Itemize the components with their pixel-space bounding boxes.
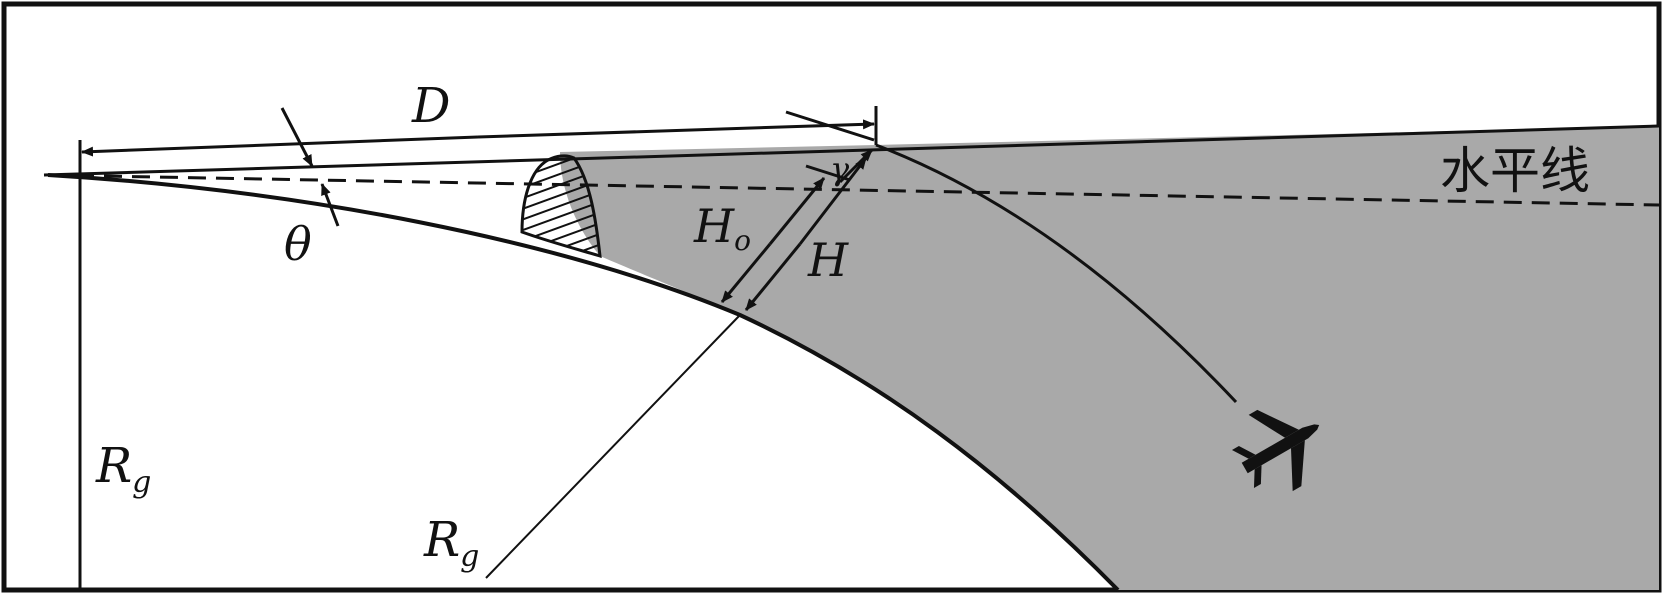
d-dimension-arrow-left xyxy=(81,135,479,157)
label-rg-left-main: R xyxy=(95,438,132,494)
theta-pointer-lower xyxy=(320,183,340,227)
label-h0-subscript: o xyxy=(734,224,751,257)
label-rg-bottom-subscript: g xyxy=(460,539,479,574)
label-h0: Ho xyxy=(693,199,751,257)
h-arrow-down xyxy=(744,243,802,311)
label-rg-bottom-main: R xyxy=(423,512,460,568)
label-h: H xyxy=(807,233,849,287)
label-h0-main: H xyxy=(693,199,735,253)
label-rg-left-subscript: g xyxy=(132,465,151,500)
h0-arrow-up xyxy=(768,177,826,245)
label-horizontal-line: 水平线 xyxy=(1440,142,1590,200)
shaded-region xyxy=(560,126,1659,590)
label-rg-left: Rg xyxy=(95,438,151,500)
earth-radius-diagonal xyxy=(485,314,741,579)
h-arrow-up xyxy=(798,157,868,245)
d-tick xyxy=(785,110,875,142)
label-d: D xyxy=(411,78,450,134)
label-gamma: γ xyxy=(830,150,850,188)
refracted-ray xyxy=(875,143,1238,404)
radar-beam-line xyxy=(43,124,1660,177)
h0-arrow-down xyxy=(720,243,772,303)
airplane-icon xyxy=(1231,409,1320,492)
earth-surface xyxy=(47,173,1120,592)
theta-pointer-upper xyxy=(280,107,314,167)
horizontal-dashed-line xyxy=(47,173,1660,207)
label-rg-bottom: Rg xyxy=(423,512,479,574)
hatched-region xyxy=(520,154,602,259)
label-theta: θ xyxy=(284,217,312,271)
d-dimension-arrow-right xyxy=(477,119,875,139)
